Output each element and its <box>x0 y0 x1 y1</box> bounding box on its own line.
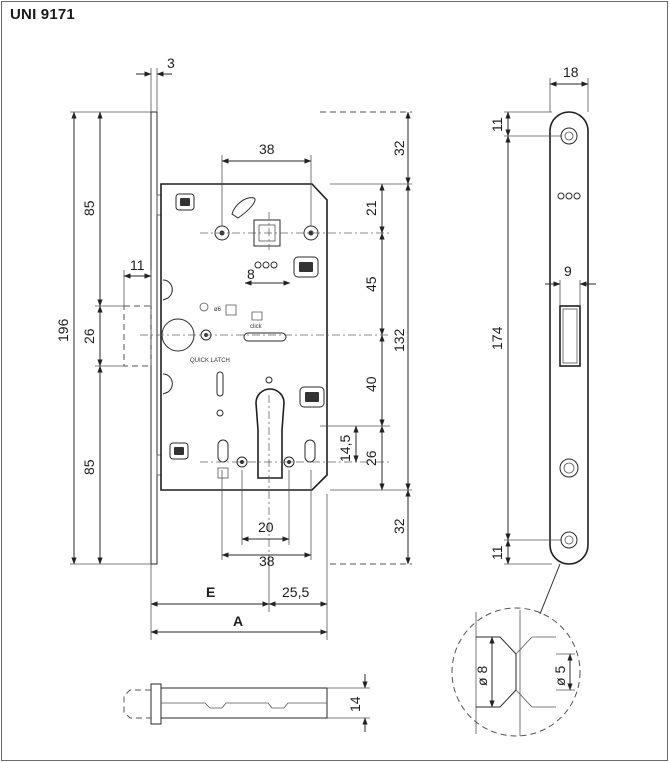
dim-32-bottom: 32 <box>391 518 407 534</box>
dim-25-5: 25,5 <box>282 584 309 600</box>
dim-38-top: 38 <box>259 141 275 157</box>
dim-18: 18 <box>563 64 579 80</box>
dim-26-right: 26 <box>363 450 379 466</box>
dim-9: 9 <box>564 263 572 279</box>
dim-40: 40 <box>363 376 379 392</box>
dim-11-latch: 11 <box>130 257 145 273</box>
label-quick-latch: QUICK LATCH <box>190 358 230 364</box>
label-click: click <box>250 324 263 330</box>
label-o6: ø6 <box>214 307 222 313</box>
dim-174: 174 <box>489 326 505 350</box>
left-dimensions <box>70 68 172 565</box>
faceplate-front-view <box>549 111 589 565</box>
drawing-title: UNI 9171 <box>10 6 75 23</box>
dim-21: 21 <box>363 200 379 216</box>
top-dimensions <box>221 155 312 286</box>
faceplate-dimensions <box>504 78 596 615</box>
right-dimensions <box>320 111 412 565</box>
dim-45: 45 <box>363 276 379 292</box>
dim-85-top: 85 <box>81 200 97 216</box>
dim-14-5: 14,5 <box>337 435 353 462</box>
dim-196: 196 <box>55 318 71 342</box>
dim-8-square: 8 <box>247 266 255 282</box>
dim-diam-5: ø 5 <box>552 666 568 686</box>
dim-132: 132 <box>391 328 407 352</box>
latch-bolt-dashed <box>123 305 152 367</box>
dim-20: 20 <box>258 519 274 535</box>
dim-11-fp-bottom: 11 <box>489 545 505 560</box>
dim-26-left: 26 <box>81 328 97 344</box>
dim-14: 14 <box>347 696 363 712</box>
dim-85-bottom: 85 <box>81 459 97 475</box>
dim-E: E <box>206 584 215 600</box>
center-lines <box>140 212 390 560</box>
dim-32-top: 32 <box>391 140 407 156</box>
dim-A: A <box>233 613 243 629</box>
dim-diam-8: ø 8 <box>474 666 490 686</box>
front-plate-side-view <box>150 111 162 565</box>
bottom-dimensions <box>150 470 328 640</box>
dim-38-bottom: 38 <box>259 553 275 569</box>
countersink-detail <box>451 607 581 737</box>
lock-top-view <box>123 674 370 732</box>
lock-body <box>160 183 328 491</box>
dim-3: 3 <box>167 55 175 71</box>
dim-11-fp-top: 11 <box>489 117 505 132</box>
